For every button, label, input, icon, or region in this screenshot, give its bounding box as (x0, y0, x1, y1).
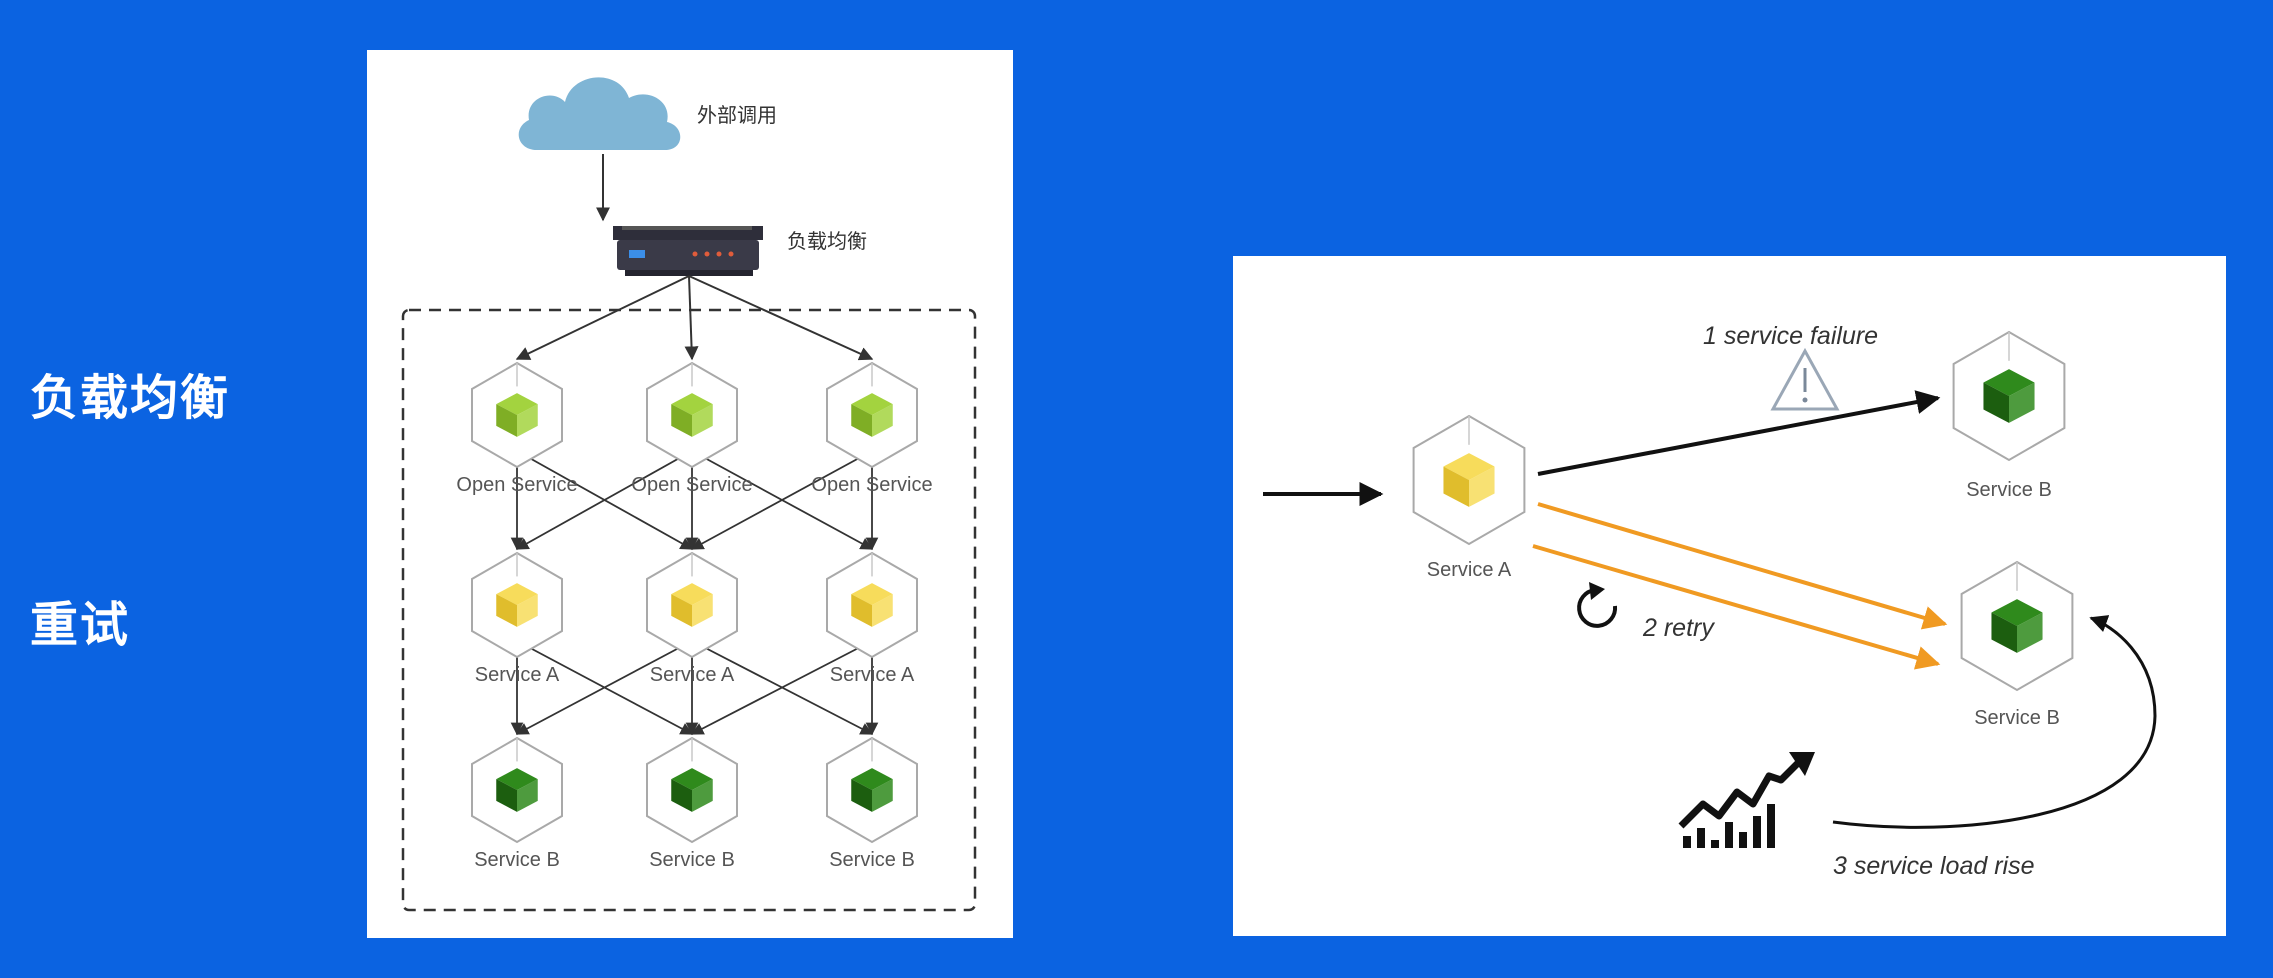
service-node-label: Service A (830, 664, 915, 686)
retry-arrow-1 (1537, 502, 1948, 630)
retry-heading: 重试 (30, 597, 131, 653)
service-node-label: Open Service (456, 474, 577, 496)
load-rise-label: 3 service load rise (1833, 852, 2034, 880)
retry-diagram: 1 service failure 2 retry 3 service load… (1263, 322, 2157, 880)
failed-call-arrow (1537, 390, 1941, 476)
service-node-r0-c0 (471, 361, 563, 469)
load-rise-curve-arrow (1832, 615, 2157, 829)
retry-icon (1577, 582, 1618, 628)
service-node-r1-c0 (471, 551, 563, 659)
service-b-bottom-label: Service B (1974, 707, 2060, 729)
service-node-label: Service A (650, 664, 735, 686)
failure-label: 1 service failure (1703, 322, 1878, 350)
service-node-r2-c2 (826, 736, 918, 844)
retry-arrow-2 (1532, 544, 1941, 670)
load-balancer-label: 负载均衡 (787, 230, 867, 253)
cloud-icon (518, 77, 681, 150)
service-b-bottom-node (1960, 560, 2074, 692)
service-node-label: Open Service (631, 474, 752, 496)
load-balancer-icon (613, 226, 763, 276)
external-call-label: 外部调用 (697, 104, 777, 127)
service-node-label: Open Service (811, 474, 932, 496)
service-node-r2-c0 (471, 736, 563, 844)
service-cluster-boundary (401, 308, 977, 912)
right-service-nodes (1412, 330, 2074, 692)
service-a-label: Service A (1427, 559, 1512, 581)
service-b-top-node (1952, 330, 2066, 462)
left-service-nodes: Open Service Open Service Open ServiceServ… (456, 361, 933, 871)
rising-chart-icon (1678, 752, 1815, 848)
warning-icon (1770, 347, 1840, 411)
service-a-node (1412, 414, 1526, 546)
service-b-top-label: Service B (1966, 479, 2052, 501)
service-node-label: Service A (475, 664, 560, 686)
service-node-label: Service B (649, 849, 735, 871)
service-node-r2-c1 (646, 736, 738, 844)
load-balance-heading: 负载均衡 (30, 370, 231, 426)
service-node-r0-c1 (646, 361, 738, 469)
retry-diagram-panel: 1 service failure 2 retry 3 service load… (1233, 256, 2226, 936)
retry-label: 2 retry (1642, 614, 1715, 642)
service-node-r1-c1 (646, 551, 738, 659)
service-node-label: Service B (474, 849, 560, 871)
service-node-label: Service B (829, 849, 915, 871)
service-node-r1-c2 (826, 551, 918, 659)
service-node-r0-c2 (826, 361, 918, 469)
